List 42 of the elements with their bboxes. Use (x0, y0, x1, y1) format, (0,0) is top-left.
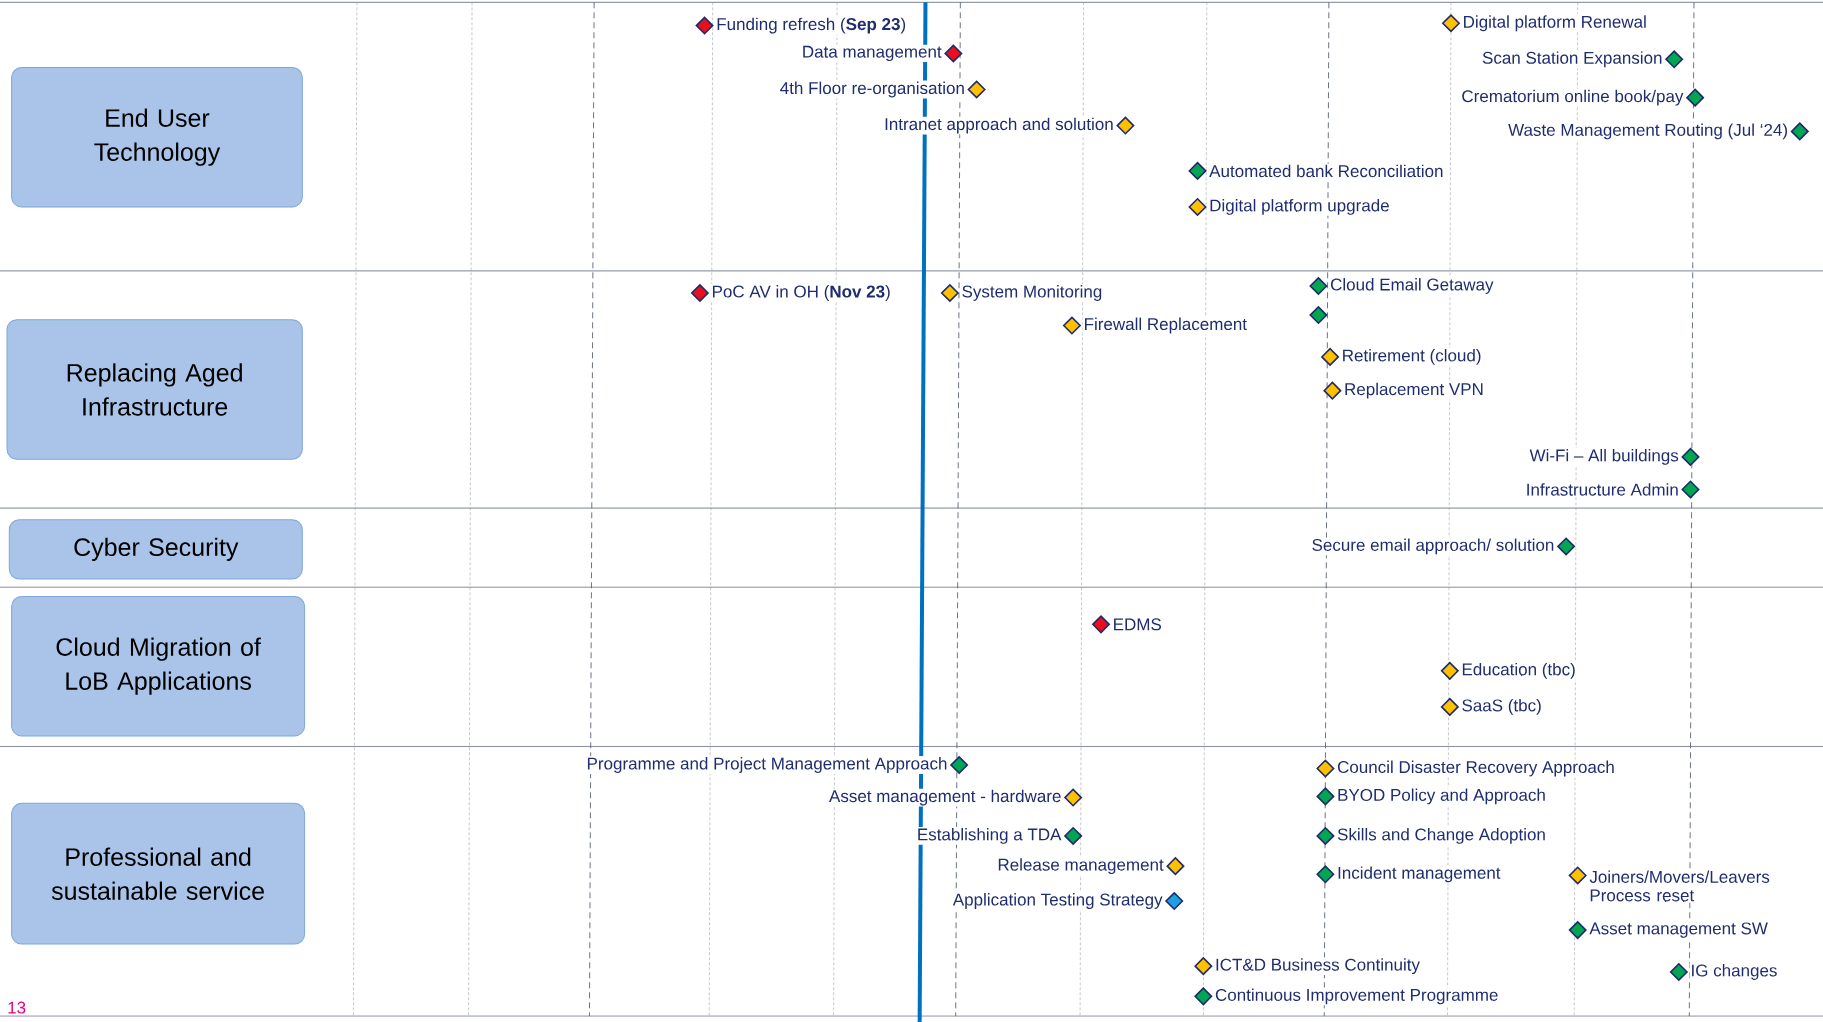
milestone-label: PoC AV in OH (Nov 23) (710, 284, 892, 302)
milestone-label: Asset management - hardware (828, 788, 1063, 807)
category-box: Replacing Aged Infrastructure (6, 319, 303, 460)
milestone-label: Scan Station Expansion (1481, 50, 1664, 69)
milestone-label: Skills and Change Adoption (1336, 827, 1547, 845)
milestone-label: BYOD Policy and Approach (1336, 787, 1547, 806)
milestone-label: Waste Management Routing (Jul ‘24) (1507, 122, 1790, 141)
milestone-label: 4th Floor re-organisation (778, 80, 966, 99)
milestone-label: Automated bank Reconciliation (1208, 163, 1445, 179)
milestone-label: ICT&D Business Continuity (1214, 957, 1421, 976)
milestone-label: Secure email approach/ solution (1310, 537, 1556, 556)
milestone-label: Replacement VPN (1343, 381, 1485, 400)
milestone-label: Council Disaster Recovery Approach (1336, 759, 1616, 778)
category-box: Professional and sustainable service (11, 802, 306, 945)
milestone-label: Digital platform upgrade (1208, 198, 1391, 216)
milestone-label: Firewall Replacement (1082, 316, 1249, 335)
milestone-label: Programme and Project Management Approach (585, 756, 949, 774)
category-box: Cyber Security (8, 519, 303, 580)
category-box: Cloud Migration of LoB Applications (11, 595, 306, 737)
milestone-label: Digital platform Renewal (1461, 14, 1648, 33)
milestone-label: Incident management (1336, 865, 1502, 884)
milestone-label: Cloud Email Getaway (1329, 277, 1495, 295)
milestone-label: Education (tbc) (1460, 661, 1577, 680)
milestone-label: Intranet approach and solution (883, 116, 1115, 135)
milestone-label: SaaS (tbc) (1460, 698, 1543, 716)
milestone-label: Retirement (cloud) (1340, 348, 1483, 366)
milestone-label: Application Testing Strategy (951, 892, 1164, 910)
milestone-label: Funding refresh (Sep 23) (715, 16, 908, 35)
milestone-label: Wi-Fi – All buildings (1528, 448, 1680, 466)
milestone-label: Asset management SW (1588, 921, 1769, 939)
milestone-label: IG changes (1689, 963, 1779, 981)
milestone-label: System Monitoring (960, 284, 1104, 302)
milestone-diamond (1309, 305, 1328, 325)
milestone-label: Continuous Improvement Programme (1214, 987, 1500, 1006)
category-box: End User Technology (11, 66, 303, 208)
milestone-label: EDMS (1111, 617, 1163, 632)
milestone-label: Crematorium online book/pay (1460, 88, 1685, 107)
milestone-label: Establishing a TDA (915, 827, 1063, 845)
milestone-label: Data management (800, 44, 943, 63)
milestone-label: Release management (996, 857, 1165, 876)
page-number: 13 (8, 1001, 26, 1014)
milestone-label: Infrastructure Admin (1524, 482, 1680, 497)
